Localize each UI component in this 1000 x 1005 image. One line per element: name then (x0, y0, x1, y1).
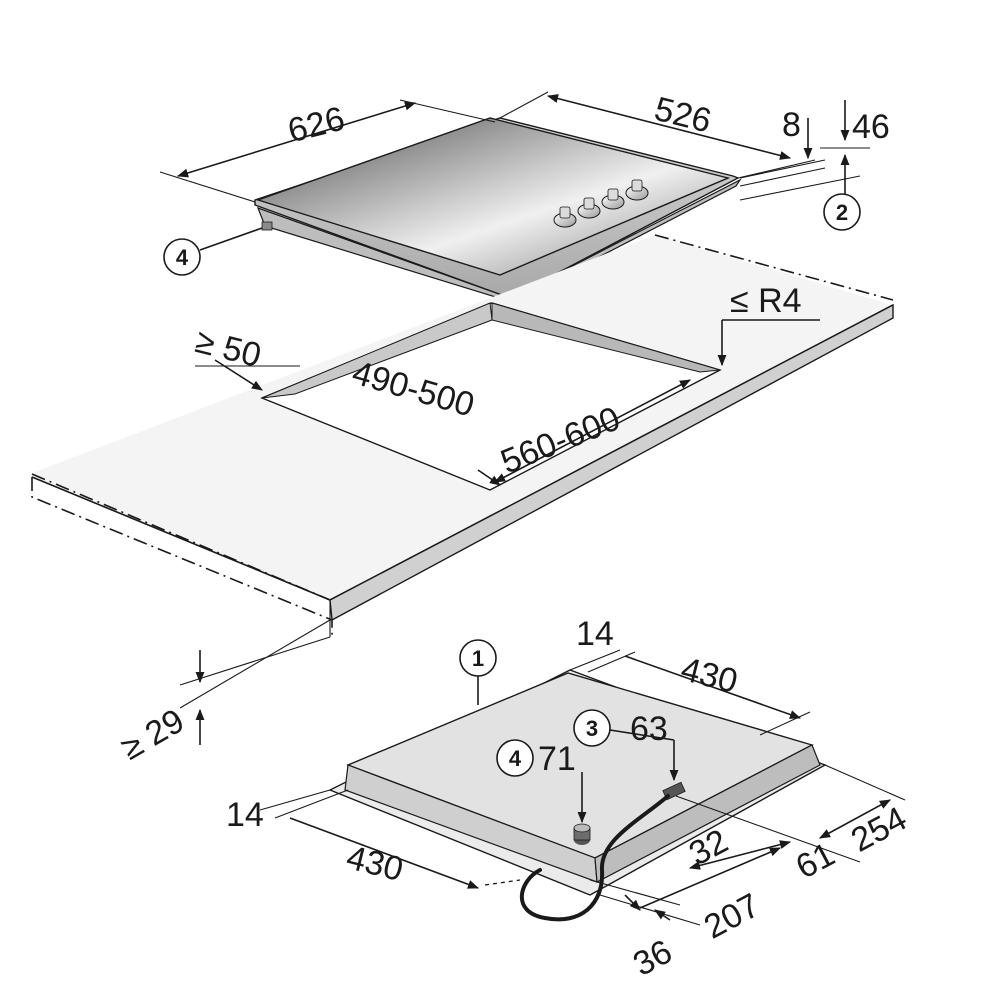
underside-group (328, 669, 827, 922)
worktop-thickness-label: ≥ 29 (115, 702, 191, 768)
dim-254-label: 254 (845, 800, 913, 860)
knob-icon (577, 197, 601, 219)
knob-icon (553, 206, 577, 228)
svg-text:2: 2 (836, 200, 848, 225)
svg-text:4: 4 (176, 245, 189, 270)
dim-61-label: 61 (790, 835, 841, 886)
callout-3: 3 (573, 709, 611, 747)
connector-3-offset-label: 63 (630, 710, 668, 748)
control-knobs (553, 179, 649, 228)
hob-width-label: 626 (284, 100, 348, 151)
knob-icon (601, 188, 625, 210)
hob-clamp (261, 221, 273, 231)
cutout-front-distance-label: ≥ 50 (192, 322, 265, 375)
hob-dimensions (159, 91, 870, 203)
connector-4-offset-label: 71 (538, 740, 576, 778)
dim-36-label: 36 (627, 932, 678, 983)
worktop-dimensions (179, 319, 820, 745)
power-cable (519, 794, 670, 922)
svg-text:4: 4 (509, 746, 522, 771)
underside-top-offset-label: 14 (576, 615, 614, 653)
underside-left-span-label: 430 (343, 838, 407, 889)
svg-text:3: 3 (586, 716, 598, 741)
callout-1: 1 (459, 639, 497, 677)
hob-height-label: 46 (852, 108, 890, 146)
callout-4-top: 4 (163, 227, 263, 276)
hob-depth-label: 526 (651, 90, 715, 141)
underside-left-offset-label: 14 (226, 796, 264, 834)
callout-4-bottom: 4 (496, 739, 534, 777)
underside-dimensions (259, 649, 906, 926)
cutout-corner-radius-label: ≤ R4 (730, 282, 802, 320)
dim-207-label: 207 (698, 886, 766, 946)
callout-2: 2 (823, 193, 861, 231)
underside-top-span-label: 430 (677, 650, 741, 701)
underside-body-side (594, 744, 821, 883)
svg-text:1: 1 (472, 646, 484, 671)
hob-glass-thickness-label: 8 (782, 106, 801, 144)
knob-icon (625, 179, 649, 201)
gas-connector-icon (573, 823, 591, 845)
